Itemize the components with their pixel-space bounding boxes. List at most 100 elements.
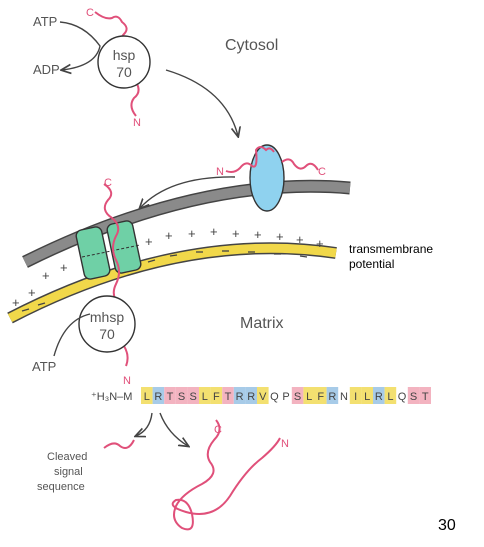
residue-box-hydroxyl: [419, 387, 431, 404]
residue-box-hydrophobic: [210, 387, 223, 404]
residue-letter: P: [282, 391, 289, 403]
n-terminus-label-matrix: N: [123, 375, 131, 387]
mature-protein-chain: [171, 419, 281, 531]
residue-box-basic: [233, 387, 246, 404]
svg-text:+: +: [60, 260, 68, 275]
residue-letter: S: [410, 391, 417, 403]
cleaved-signal-label-line2: signal: [54, 466, 83, 478]
hsp70-label-line2: 70: [116, 64, 132, 80]
hsp70-chaperone: [97, 35, 151, 89]
receptor-bound-chain-n: [225, 146, 275, 173]
tom-tim-translocase: [75, 220, 142, 280]
cleaved-signal-label-line3: sequence: [37, 481, 85, 493]
hsp70-to-receptor-arrow: [165, 69, 238, 136]
n-terminus-label-mature: N: [281, 438, 289, 450]
svg-text:+: +: [296, 232, 304, 247]
cleavage-arrow-signal: [136, 412, 153, 436]
residue-letter: L: [202, 391, 208, 403]
residue-letter: R: [154, 391, 162, 403]
residue-letter: L: [364, 391, 370, 403]
residue-letter: F: [213, 391, 220, 403]
residue-box-basic: [245, 387, 257, 404]
sequence-prefix: ⁺H₃N–M: [91, 391, 132, 403]
svg-text:+: +: [210, 224, 218, 239]
n-terminus-label-top: N: [133, 117, 141, 129]
mhsp70-chaperone: [78, 295, 136, 353]
outer-membrane: [22, 179, 351, 268]
residue-box-hydroxyl: [164, 387, 176, 404]
residue-box-hydroxyl: [175, 387, 188, 404]
svg-text:+: +: [145, 234, 153, 249]
mhsp70-label-line1: mhsp: [90, 309, 124, 325]
svg-text:+: +: [42, 268, 50, 283]
residue-box-hydrophobic: [384, 387, 397, 404]
residue-letter: S: [294, 391, 301, 403]
receptor-to-translocase-arrow: [140, 176, 236, 208]
transmembrane-label-line1: transmembrane: [349, 242, 434, 256]
svg-text:+: +: [188, 226, 196, 241]
residue-letter: T: [167, 391, 174, 403]
svg-text:+: +: [28, 285, 36, 300]
svg-text:+: +: [316, 236, 324, 251]
residue-box-hydrophobic: [141, 387, 153, 404]
residue-box-hydroxyl: [222, 387, 234, 404]
matrix-label: Matrix: [240, 315, 284, 332]
residue-letter: Q: [398, 391, 407, 403]
atp-label-matrix: ATP: [32, 359, 56, 374]
residue-letter: L: [306, 391, 312, 403]
residue-box-basic: [373, 387, 385, 404]
negative-charges: [21, 250, 308, 312]
residue-box-basic: [326, 387, 339, 404]
adp-label-top: ADP: [33, 62, 60, 77]
residue-letter: N: [340, 391, 348, 403]
cytosol-label: Cytosol: [225, 37, 278, 54]
residue-box-hydrophobic: [349, 387, 362, 404]
atp-binding-arc: [53, 313, 91, 357]
residue-letter: V: [259, 391, 267, 403]
transmembrane-potential-label: transmembrane potential: [349, 242, 433, 272]
cleaved-signal-sequence: [103, 439, 135, 449]
residue-box-hydroxyl: [407, 387, 420, 404]
mhsp70-label-line2: 70: [99, 326, 115, 342]
residue-letter: L: [144, 391, 150, 403]
svg-text:+: +: [276, 229, 284, 244]
residue-letter: Q: [270, 391, 279, 403]
residue-letter: S: [190, 391, 197, 403]
c-terminus-label-top: C: [86, 7, 94, 19]
residue-box-hydrophobic: [303, 387, 315, 404]
hsp70-label-line1: hsp: [113, 47, 136, 63]
residue-box-hydrophobic: [315, 387, 327, 404]
residue-letter: S: [178, 391, 185, 403]
svg-text:+: +: [12, 295, 20, 310]
atp-label-top: ATP: [33, 14, 57, 29]
cleaved-signal-label-line1: Cleaved: [47, 451, 87, 463]
residue-box-basic: [152, 387, 165, 404]
svg-text:+: +: [232, 226, 240, 241]
c-terminus-label-middle: C: [318, 166, 326, 178]
residue-letter: R: [375, 391, 383, 403]
residue-letter: F: [317, 391, 324, 403]
residue-box-hydrophobic: [361, 387, 373, 404]
c-terminus-label-mature: C: [214, 424, 222, 436]
n-terminus-label-middle: N: [216, 166, 224, 178]
inner-membrane: [7, 242, 337, 324]
transmembrane-label-line2: potential: [349, 257, 395, 271]
residue-box-hydrophobic: [257, 387, 269, 404]
residue-box-hydroxyl: [187, 387, 199, 404]
import-receptor: [249, 144, 285, 212]
atp-to-adp-arrow: [60, 21, 101, 70]
residue-letter: R: [236, 391, 244, 403]
cleavage-arrow-mature: [159, 412, 188, 446]
residue-box-hydroxyl: [291, 387, 304, 404]
residue-letter: I: [354, 391, 357, 403]
svg-text:+: +: [254, 227, 262, 242]
page-number: 30: [438, 517, 456, 534]
svg-text:+: +: [165, 228, 173, 243]
residue-box-hydrophobic: [199, 387, 211, 404]
residue-letter: T: [422, 391, 429, 403]
c-terminus-label-import: C: [104, 177, 112, 189]
residue-letter: R: [328, 391, 336, 403]
positive-charges: + + + + + + + + + + + + +: [12, 224, 324, 310]
